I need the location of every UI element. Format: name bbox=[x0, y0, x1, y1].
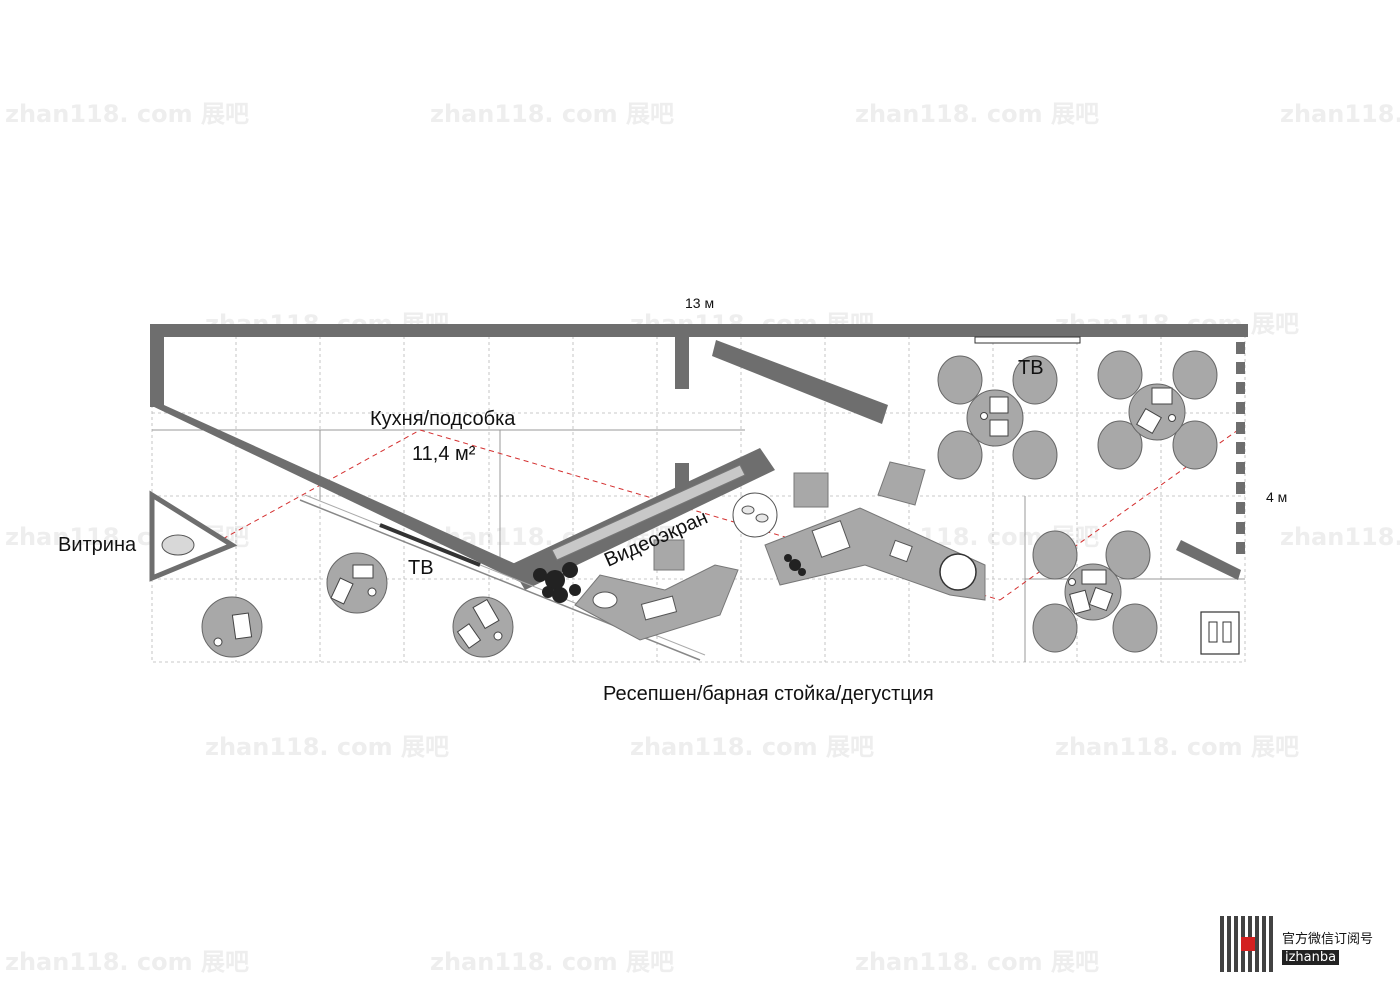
axis-lines bbox=[151, 424, 1246, 601]
corner-appliance bbox=[1200, 611, 1240, 655]
kitchen-label: Кухня/подсобка bbox=[370, 408, 516, 430]
tv-right-label: ТВ bbox=[1018, 357, 1044, 379]
height-dimension: 4 м bbox=[1266, 489, 1287, 505]
tv-right-screen bbox=[974, 336, 1081, 344]
video-screen bbox=[551, 464, 746, 561]
tv-left-label: ТВ bbox=[408, 557, 434, 579]
grid-solid-lines bbox=[152, 429, 1245, 662]
angled-wall bbox=[712, 340, 888, 424]
watermark-text: zhan118. com 展吧 bbox=[5, 100, 249, 128]
watermark-text: zhan118. com 展吧 bbox=[1055, 733, 1299, 761]
watermark-text: zhan118. com 展吧 bbox=[855, 948, 1099, 976]
food-display bbox=[592, 492, 977, 621]
left-wall-upper bbox=[150, 337, 164, 407]
kitchen-diagonal-wall bbox=[150, 405, 540, 582]
watermark-text: zhan118. com 展吧 bbox=[5, 948, 249, 976]
showcase bbox=[149, 490, 238, 582]
watermark-text: zhan118. com 展吧 bbox=[1280, 100, 1400, 128]
kitchen-area-label: 11,4 м² bbox=[412, 443, 476, 465]
right-stub-wall bbox=[1176, 540, 1241, 580]
column-wall bbox=[675, 337, 689, 389]
width-dimension: 13 м bbox=[685, 295, 714, 311]
brand-logo-icon bbox=[1241, 937, 1255, 951]
watermark-text: zhan118. com 展吧 bbox=[855, 100, 1099, 128]
subscribe-text: 官方微信订阅号 bbox=[1282, 932, 1374, 947]
right-wall-panels bbox=[1236, 342, 1245, 554]
reception-label: Ресепшен/барная стойка/дегустция bbox=[603, 683, 934, 705]
lounge-group bbox=[1032, 530, 1158, 653]
footer-badge: 官方微信订阅号 izhanba bbox=[1220, 916, 1395, 974]
lounge-group bbox=[1097, 350, 1218, 470]
stool bbox=[793, 472, 829, 508]
cafe-tables-left bbox=[201, 552, 514, 658]
lounge-group bbox=[937, 355, 1058, 480]
account-text: izhanba bbox=[1282, 950, 1340, 965]
column-wall-lower bbox=[675, 463, 689, 493]
tv-left-screen bbox=[379, 523, 481, 567]
watermark-text: zhan118. com 展吧 bbox=[430, 948, 674, 976]
watermark-text: zhan118. com 展吧 bbox=[205, 733, 449, 761]
watermark-text: zhan118. com 展吧 bbox=[630, 733, 874, 761]
plant-icon bbox=[533, 554, 806, 603]
stool bbox=[653, 539, 685, 571]
top-wall bbox=[150, 324, 1248, 337]
showcase-label: Витрина bbox=[58, 534, 137, 556]
watermark-text: zhan118. com 展吧 bbox=[430, 100, 674, 128]
stool bbox=[877, 461, 926, 506]
watermark-text: zhan118. com 展吧 bbox=[1280, 523, 1400, 551]
